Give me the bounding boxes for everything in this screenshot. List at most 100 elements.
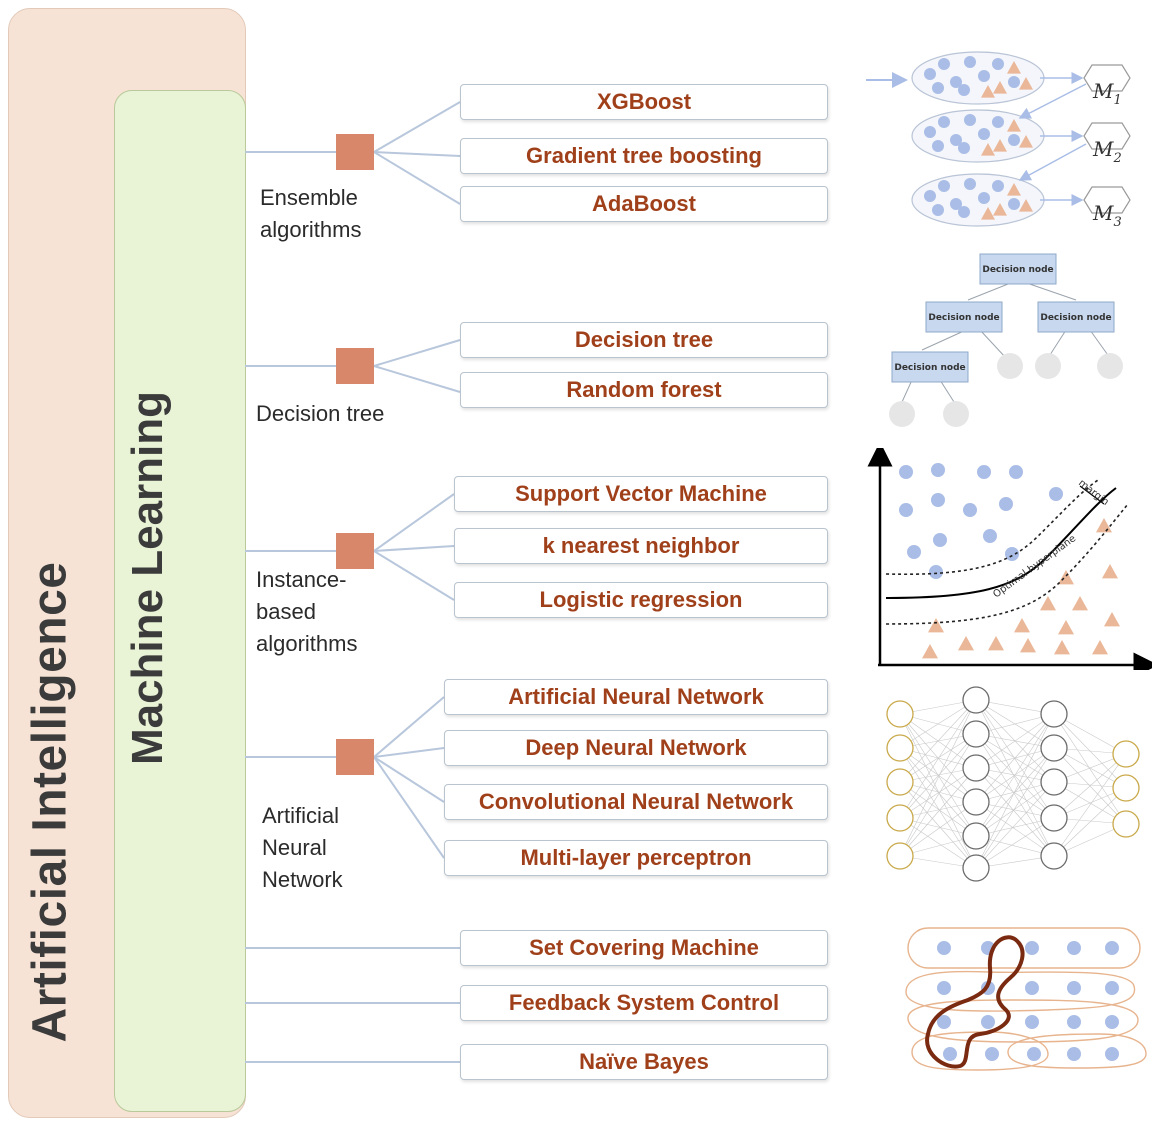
group-label-neural-network: Artificial Neural Network xyxy=(262,803,343,892)
svm-orange-point xyxy=(1054,640,1070,655)
set-covering-point xyxy=(981,1015,995,1029)
ensemble-blue-point xyxy=(932,82,944,94)
ensemble-orange-point xyxy=(1007,119,1021,132)
nn-neuron xyxy=(962,720,990,748)
nn-edge xyxy=(975,713,1055,803)
nn-edge xyxy=(899,699,977,783)
set-covering-point xyxy=(1105,941,1119,955)
set-covering-point xyxy=(1025,981,1039,995)
set-covering-point xyxy=(1105,1047,1119,1061)
svm-blue-point xyxy=(983,529,997,543)
ensemble-blue-point xyxy=(938,180,950,192)
ensemble-orange-point xyxy=(993,81,1007,94)
nn-edge xyxy=(1053,713,1127,755)
nn-edge xyxy=(975,801,1055,857)
nn-edge xyxy=(975,713,1055,769)
ensemble-blue-point xyxy=(958,206,970,218)
item-logistic-regression: Logistic regression xyxy=(454,582,828,618)
nn-neuron xyxy=(886,700,914,728)
ensemble-orange-point xyxy=(981,207,995,220)
nn-edge xyxy=(899,733,977,819)
ensemble-blue-point xyxy=(992,180,1004,192)
set-covering-point xyxy=(1067,981,1081,995)
set-covering-point xyxy=(943,1047,957,1061)
svm-illustration: Optimal hyperplane margin xyxy=(867,448,1152,670)
svm-blue-point xyxy=(929,565,943,579)
svm-blue-point xyxy=(1049,487,1063,501)
nn-neuron xyxy=(962,686,990,714)
tree-node-left: Decision node xyxy=(928,313,999,323)
ensemble-blue-point xyxy=(938,116,950,128)
nn-neuron xyxy=(1040,842,1068,870)
svm-orange-point xyxy=(928,618,944,633)
nn-neuron xyxy=(1040,768,1068,796)
ensemble-blue-point xyxy=(1008,134,1020,146)
svm-orange-point xyxy=(922,644,938,659)
ensemble-orange-point xyxy=(1019,135,1033,148)
nn-edge xyxy=(899,699,977,819)
nn-edge xyxy=(975,713,1055,837)
svm-orange-point xyxy=(958,636,974,651)
nn-edge xyxy=(975,767,1055,857)
nn-edge xyxy=(975,733,1055,819)
svm-blue-point xyxy=(1005,547,1019,561)
ensemble-blue-point xyxy=(924,68,936,80)
item-support-vector-machine: Support Vector Machine xyxy=(454,476,828,512)
svm-orange-point xyxy=(1104,612,1120,627)
svm-orange-point xyxy=(988,636,1004,651)
item-feedback-system-control: Feedback System Control xyxy=(460,985,828,1021)
nn-edge xyxy=(1053,713,1127,825)
ensemble-blue-point xyxy=(964,178,976,190)
decision-tree-node xyxy=(336,348,374,384)
item-k-nearest-neighbor: k nearest neighbor xyxy=(454,528,828,564)
ensemble-blue-point xyxy=(1008,76,1020,88)
svm-hyperplane-label: Optimal hyperplane xyxy=(991,533,1078,600)
ensemble-illustration: M1 M2 M3 xyxy=(866,51,1131,228)
nn-edge xyxy=(899,817,977,869)
ensemble-orange-point xyxy=(1019,199,1033,212)
ensemble-blue-point xyxy=(938,58,950,70)
svm-blue-point xyxy=(999,497,1013,511)
model-label-m1: M1 xyxy=(1092,79,1122,108)
svm-orange-point xyxy=(1058,620,1074,635)
ensemble-blue-point xyxy=(992,116,1004,128)
ensemble-orange-point xyxy=(981,143,995,156)
ensemble-blue-point xyxy=(950,76,962,88)
tree-node-root: Decision node xyxy=(982,265,1053,275)
nn-neuron xyxy=(1112,774,1140,802)
ensemble-blue-point xyxy=(924,126,936,138)
nn-neuron xyxy=(1112,810,1140,838)
svm-blue-point xyxy=(977,465,991,479)
ensemble-orange-point xyxy=(993,139,1007,152)
ensemble-blue-point xyxy=(932,204,944,216)
nn-edge xyxy=(975,817,1055,869)
set-covering-point xyxy=(937,941,951,955)
machine-learning-panel xyxy=(114,90,246,1112)
instance-based-node xyxy=(336,533,374,569)
ensemble-blue-point xyxy=(924,190,936,202)
nn-neuron xyxy=(1112,740,1140,768)
svm-orange-point xyxy=(1102,564,1118,579)
svm-blue-point xyxy=(931,463,945,477)
nn-edge xyxy=(975,747,1055,837)
svm-orange-point xyxy=(1020,638,1036,653)
nn-edge xyxy=(975,713,1055,869)
item-naive-bayes: Naïve Bayes xyxy=(460,1044,828,1080)
nn-edge xyxy=(899,733,977,857)
svm-orange-point xyxy=(1092,640,1108,655)
ensemble-orange-point xyxy=(1007,61,1021,74)
svm-orange-point xyxy=(1072,596,1088,611)
nn-neuron xyxy=(1040,804,1068,832)
set-covering-point xyxy=(937,981,951,995)
item-convolutional-neural-network: Convolutional Neural Network xyxy=(444,784,828,820)
nn-neuron xyxy=(962,854,990,882)
nn-neuron xyxy=(1040,734,1068,762)
nn-neuron xyxy=(886,842,914,870)
set-covering-point xyxy=(1067,1015,1081,1029)
nn-neuron xyxy=(886,734,914,762)
item-artificial-neural-network: Artificial Neural Network xyxy=(444,679,828,715)
nn-edge xyxy=(899,781,977,837)
ensemble-orange-point xyxy=(1007,183,1021,196)
nn-edge xyxy=(975,767,1055,819)
